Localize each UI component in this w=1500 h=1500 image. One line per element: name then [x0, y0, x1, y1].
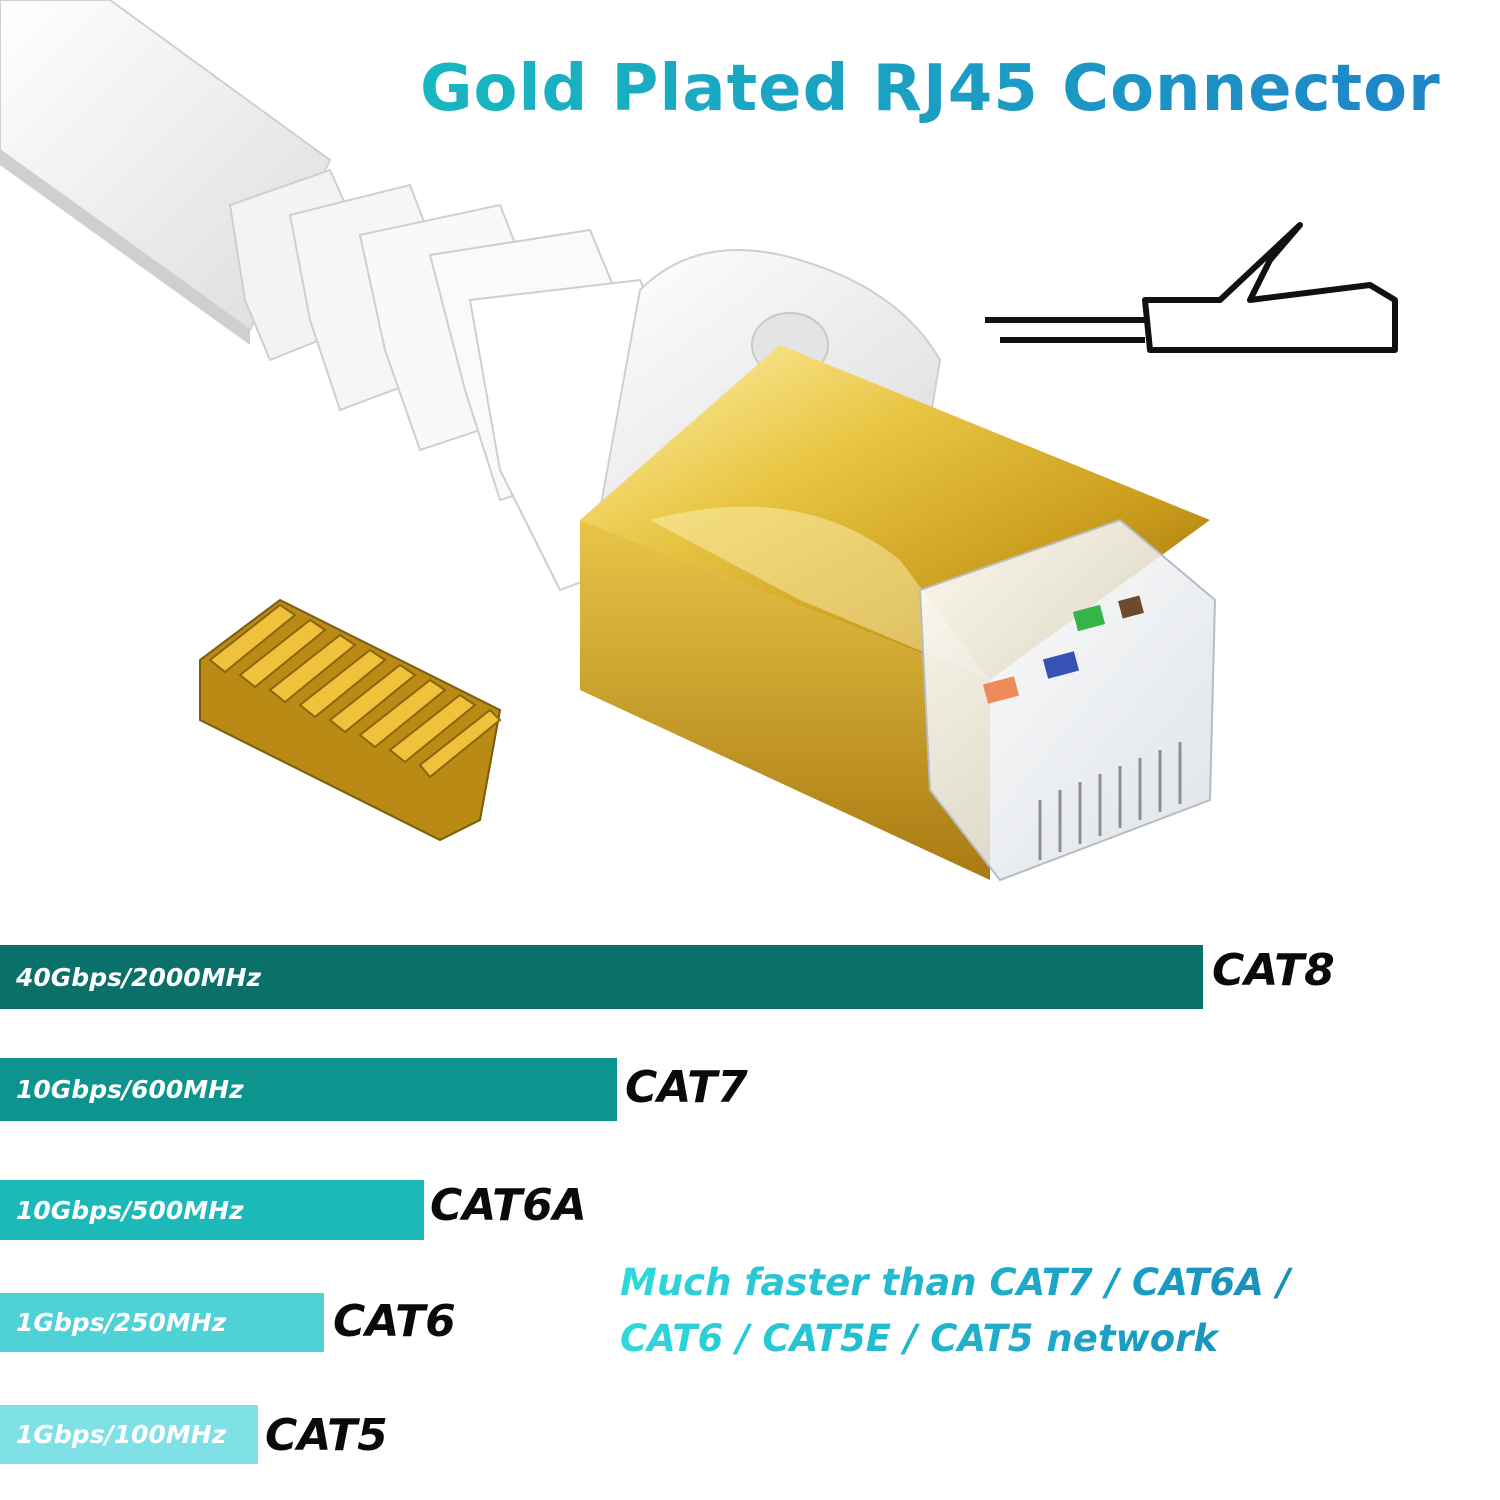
- bar-label-cat8: CAT8: [1212, 945, 1335, 996]
- bar-spec: 10Gbps/600MHz: [16, 1075, 244, 1104]
- tagline: Much faster than CAT7 / CAT6A / CAT6 / C…: [620, 1255, 1480, 1367]
- tagline-line-1: Much faster than CAT7 / CAT6A /: [620, 1261, 1291, 1304]
- gold-pins-icon: [199, 598, 502, 842]
- speed-bar-cat5: 1Gbps/100MHz: [0, 1405, 258, 1464]
- page-title: Gold Plated RJ45 Connector: [420, 52, 1441, 126]
- speed-bar-cat6a: 10Gbps/500MHz: [0, 1180, 424, 1240]
- bar-label-cat6a: CAT6A: [430, 1180, 587, 1231]
- bar-spec: 10Gbps/500MHz: [16, 1195, 244, 1225]
- rj45-connector-icon: [0, 0, 1398, 882]
- speed-bar-cat8: 40Gbps/2000MHz: [0, 945, 1203, 1009]
- bar-spec: 1Gbps/100MHz: [16, 1420, 227, 1449]
- tagline-line-2: CAT6 / CAT5E / CAT5 network: [620, 1317, 1218, 1360]
- bar-label-cat6: CAT6: [333, 1296, 456, 1347]
- bar-label-cat7: CAT7: [625, 1062, 748, 1113]
- speed-bar-cat6: 1Gbps/250MHz: [0, 1293, 324, 1352]
- bar-spec: 1Gbps/250MHz: [16, 1308, 227, 1337]
- bar-label-cat5: CAT5: [265, 1410, 388, 1461]
- speed-bar-cat7: 10Gbps/600MHz: [0, 1058, 617, 1121]
- bar-spec: 40Gbps/2000MHz: [16, 962, 262, 992]
- plug-outline-icon: [985, 222, 1398, 353]
